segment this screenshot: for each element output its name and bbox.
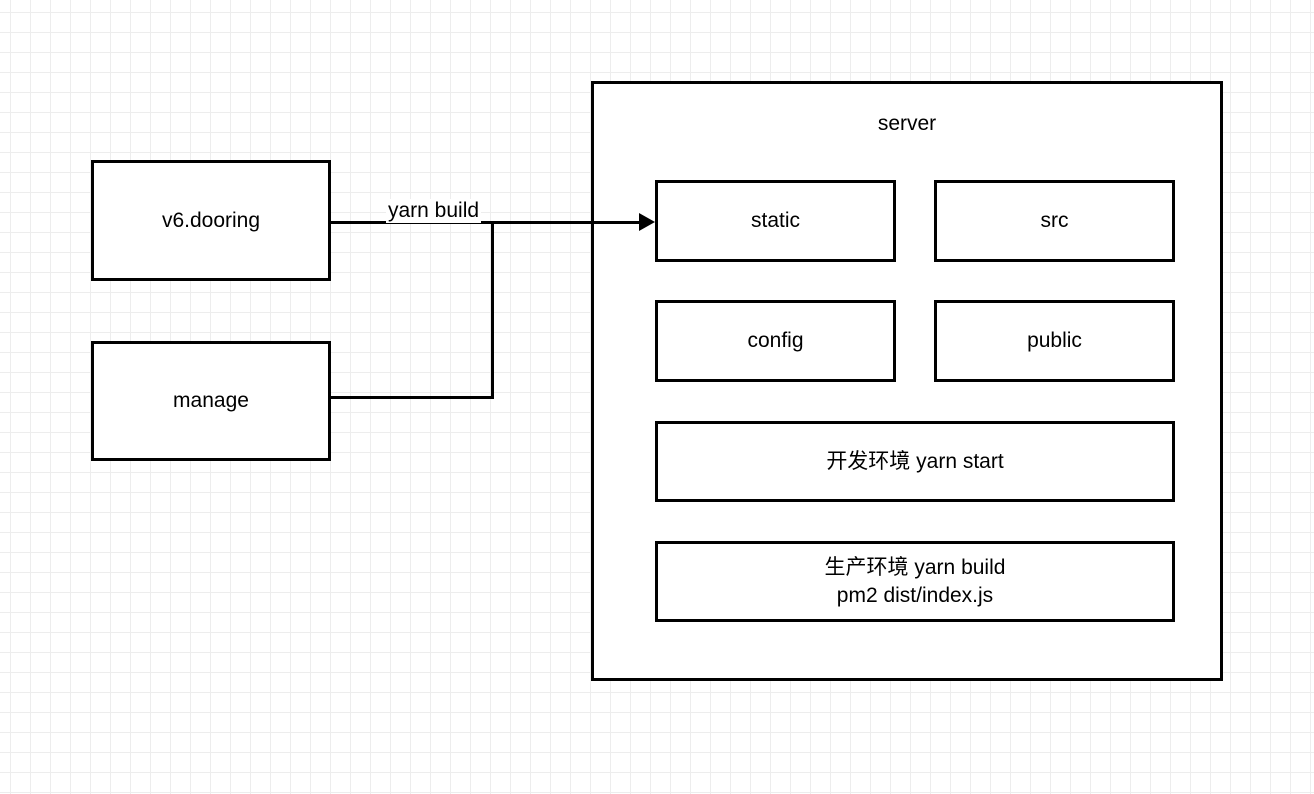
node-src[interactable]: src	[934, 180, 1175, 262]
node-manage[interactable]: manage	[91, 341, 331, 461]
node-config-label: config	[747, 329, 804, 353]
node-dev-environment[interactable]: 开发环境 yarn start	[655, 421, 1175, 502]
edge-segment-main-horizontal	[491, 221, 641, 224]
node-public[interactable]: public	[934, 300, 1175, 382]
node-config[interactable]: config	[655, 300, 896, 382]
node-dev-environment-label: 开发环境 yarn start	[826, 449, 1004, 473]
node-prod-environment[interactable]: 生产环境 yarn build pm2 dist/index.js	[655, 541, 1175, 622]
node-v6-dooring-label: v6.dooring	[161, 208, 261, 232]
edge-segment-junction-vertical	[491, 221, 494, 399]
node-src-label: src	[1040, 209, 1069, 233]
node-v6-dooring[interactable]: v6.dooring	[91, 160, 331, 281]
edge-arrowhead-to-static	[639, 213, 655, 231]
node-public-label: public	[1027, 329, 1082, 353]
container-server-title: server	[877, 112, 937, 135]
edge-label-yarn-build: yarn build	[386, 199, 482, 223]
node-static-label: static	[750, 209, 800, 233]
node-manage-label: manage	[173, 389, 249, 413]
node-prod-environment-label: 生产环境 yarn build pm2 dist/index.js	[824, 556, 1006, 607]
node-static[interactable]: static	[655, 180, 896, 262]
edge-segment-manage-horizontal	[331, 396, 494, 399]
